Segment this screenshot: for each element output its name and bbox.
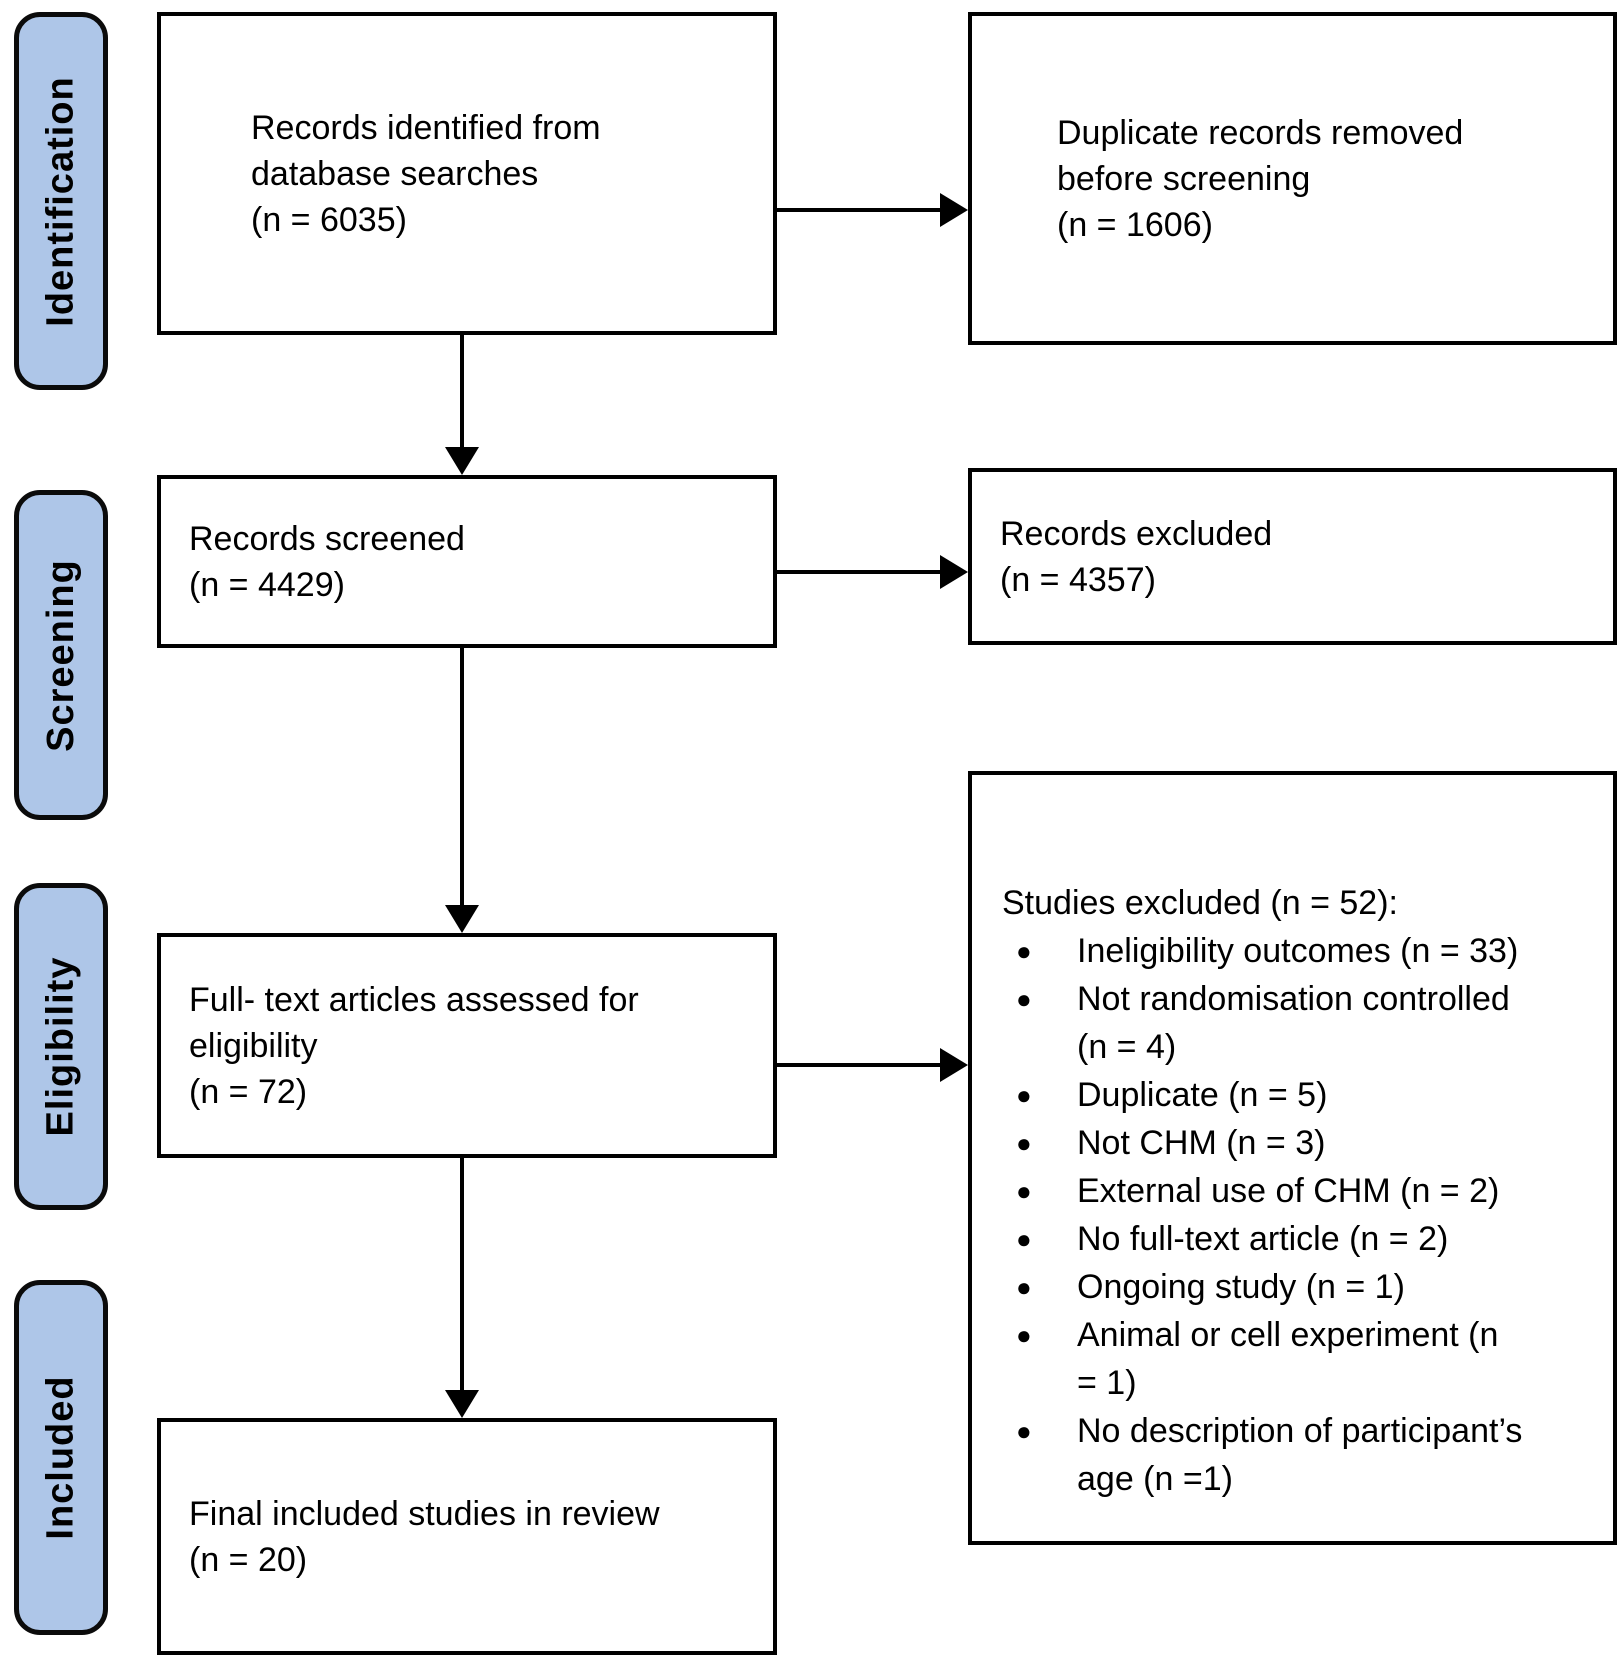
excluded-reason-item: ● Ineligibility outcomes (n = 33) (1002, 927, 1599, 975)
bullet-icon: ● (1016, 1272, 1032, 1302)
box-records-excluded: Records excluded (n = 4357) (968, 468, 1617, 645)
stage-label-identification-text: Identification (39, 75, 82, 327)
box-duplicates-removed: Duplicate records removed before screeni… (968, 12, 1617, 345)
excluded-reason-text: Animal or cell experiment (n = 1) (1077, 1316, 1499, 1402)
flow-arrow-fulltext-to-studies-excluded-head (940, 1048, 968, 1082)
flow-arrow-identified-to-duplicates-head (940, 193, 968, 227)
box-duplicates-removed-text: Duplicate records removed before screeni… (1057, 113, 1464, 244)
excluded-reason-item: ● Animal or cell experiment (n = 1) (1002, 1311, 1599, 1407)
box-records-identified: Records identified from database searche… (157, 12, 777, 335)
excluded-reason-text: Not CHM (n = 3) (1077, 1124, 1326, 1162)
box-studies-excluded: Studies excluded (n = 52): ● Ineligibili… (968, 771, 1617, 1545)
box-records-screened-text: Records screened (n = 4429) (189, 519, 465, 604)
bullet-icon: ● (1016, 1176, 1032, 1206)
excluded-reason-text: Duplicate (n = 5) (1077, 1076, 1328, 1114)
box-final-included-text: Final included studies in review (n = 20… (189, 1494, 660, 1579)
excluded-reason-text: No description of participant’s age (n =… (1077, 1412, 1523, 1498)
bullet-icon: ● (1016, 1320, 1032, 1350)
stage-label-identification: Identification (14, 12, 108, 390)
excluded-reason-item: ● Ongoing study (n = 1) (1002, 1263, 1599, 1311)
stage-label-eligibility: Eligibility (14, 883, 108, 1210)
flow-arrow-screened-to-excluded-line (777, 570, 943, 574)
flow-arrow-identified-to-screened-head (445, 447, 479, 475)
flow-arrow-fulltext-to-final-line (460, 1158, 464, 1393)
bullet-icon: ● (1016, 936, 1032, 966)
flow-arrow-fulltext-to-final-head (445, 1390, 479, 1418)
flow-arrow-screened-to-excluded-head (940, 555, 968, 589)
stage-label-screening: Screening (14, 490, 108, 820)
flow-arrow-identified-to-duplicates-line (777, 208, 943, 212)
excluded-reason-item: ● Not randomisation controlled (n = 4) (1002, 975, 1599, 1071)
box-fulltext-assessed: Full- text articles assessed for eligibi… (157, 933, 777, 1158)
excluded-reason-item: ● Not CHM (n = 3) (1002, 1119, 1599, 1167)
box-records-screened: Records screened (n = 4429) (157, 475, 777, 648)
box-records-identified-text: Records identified from database searche… (251, 108, 601, 239)
bullet-icon: ● (1016, 984, 1032, 1014)
box-final-included: Final included studies in review (n = 20… (157, 1418, 777, 1655)
flow-arrow-identified-to-screened-line (460, 335, 464, 450)
flow-arrow-fulltext-to-studies-excluded-line (777, 1063, 943, 1067)
flow-arrow-screened-to-fulltext-line (460, 648, 464, 908)
excluded-reasons-list: ● Ineligibility outcomes (n = 33) ● Not … (1002, 927, 1599, 1503)
bullet-icon: ● (1016, 1128, 1032, 1158)
excluded-reason-text: External use of CHM (n = 2) (1077, 1172, 1500, 1210)
excluded-reason-item: ● Duplicate (n = 5) (1002, 1071, 1599, 1119)
excluded-reason-item: ● No full-text article (n = 2) (1002, 1215, 1599, 1263)
excluded-reason-text: Ineligibility outcomes (n = 33) (1077, 932, 1519, 970)
flow-arrow-screened-to-fulltext-head (445, 905, 479, 933)
excluded-reason-text: Ongoing study (n = 1) (1077, 1268, 1405, 1306)
box-fulltext-assessed-text: Full- text articles assessed for eligibi… (189, 980, 639, 1111)
bullet-icon: ● (1016, 1080, 1032, 1110)
bullet-icon: ● (1016, 1416, 1032, 1446)
stage-label-included-text: Included (39, 1375, 82, 1540)
stage-label-included: Included (14, 1280, 108, 1635)
excluded-reason-text: Not randomisation controlled (n = 4) (1077, 980, 1510, 1066)
excluded-reason-text: No full-text article (n = 2) (1077, 1220, 1449, 1258)
box-records-excluded-text: Records excluded (n = 4357) (1000, 514, 1273, 599)
excluded-reason-item: ● External use of CHM (n = 2) (1002, 1167, 1599, 1215)
stage-label-eligibility-text: Eligibility (39, 956, 82, 1137)
excluded-reason-item: ● No description of participant’s age (n… (1002, 1407, 1599, 1503)
bullet-icon: ● (1016, 1224, 1032, 1254)
stage-label-screening-text: Screening (39, 558, 82, 752)
studies-excluded-title: Studies excluded (n = 52): (1002, 884, 1398, 922)
